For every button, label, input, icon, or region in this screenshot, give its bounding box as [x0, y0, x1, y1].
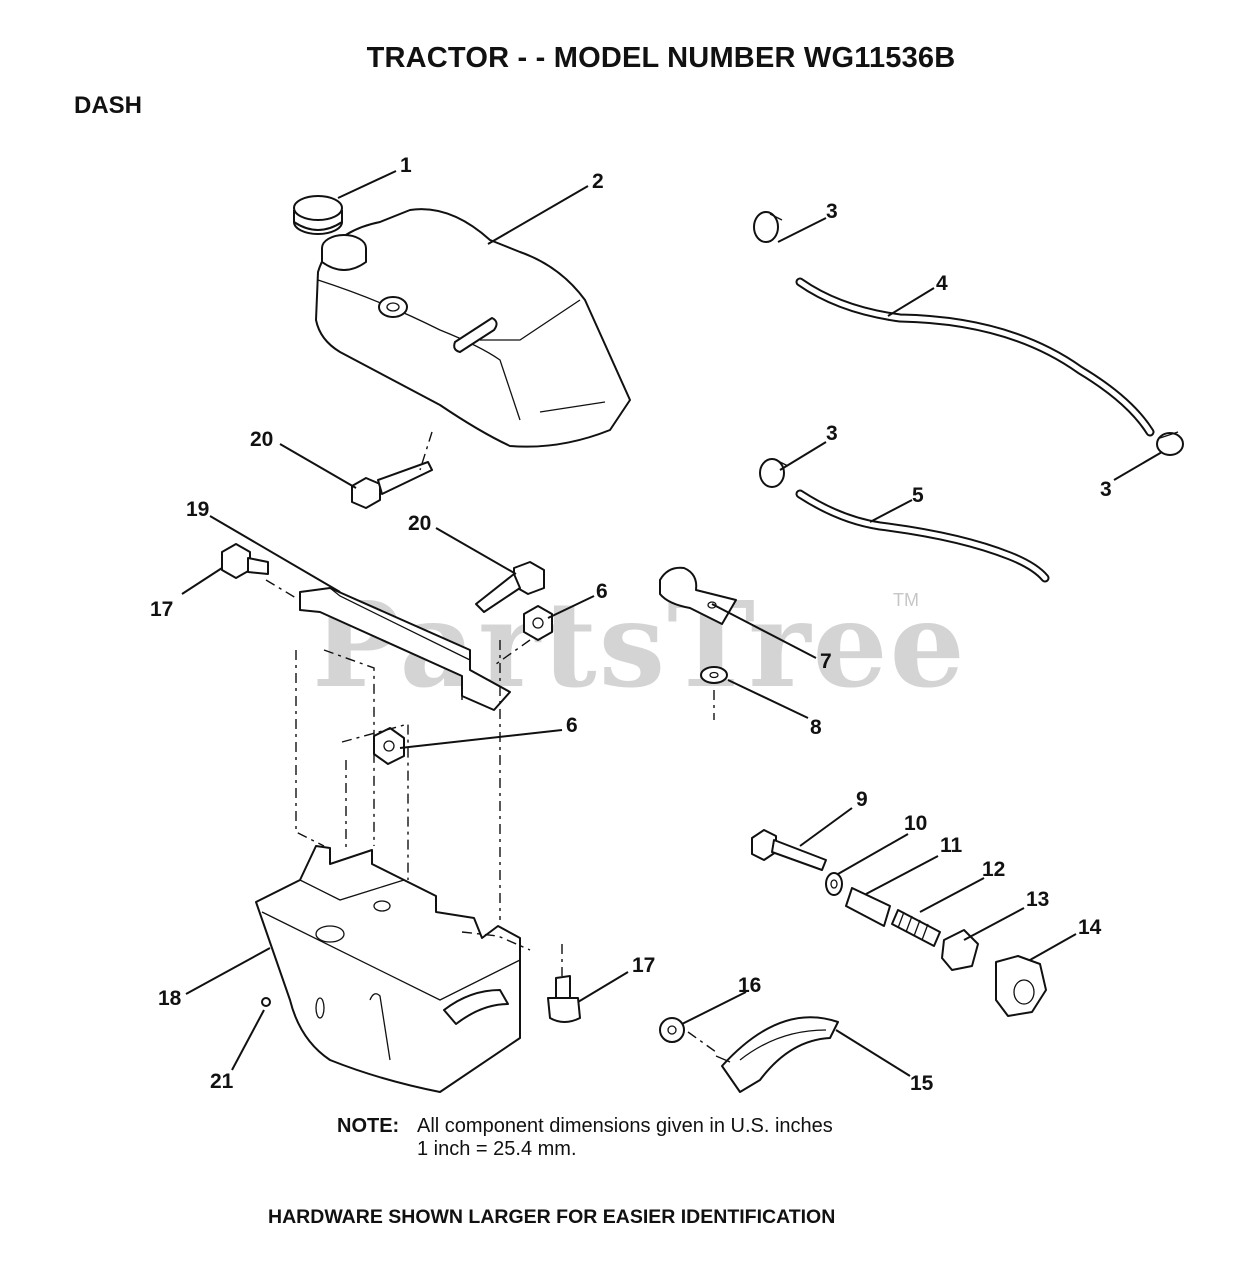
- diagram-title: TRACTOR - - MODEL NUMBER WG11536B: [366, 42, 956, 74]
- callout-6: 6: [596, 580, 608, 603]
- note-line-1: All component dimensions given in U.S. i…: [417, 1115, 833, 1137]
- guide-line: [687, 1031, 717, 1053]
- watermark-trademark: TM: [893, 590, 919, 610]
- callout-3: 3: [1100, 478, 1112, 501]
- knob-13: [941, 929, 979, 971]
- washer-10: [825, 872, 843, 896]
- throttle-handle-14: [995, 955, 1047, 1017]
- note-label: NOTE:: [337, 1115, 400, 1137]
- callout-15: 15: [910, 1072, 934, 1095]
- callout-2: 2: [592, 170, 604, 193]
- guide-line: [419, 431, 433, 471]
- callout-7: 7: [820, 650, 832, 673]
- callout-5: 5: [912, 484, 924, 507]
- fuel-cap: [293, 195, 343, 235]
- callout-9: 9: [856, 788, 868, 811]
- spring-12: [891, 909, 941, 947]
- leader-lines: [181, 170, 1163, 1077]
- callout-14: 14: [1078, 916, 1102, 939]
- callout-3: 3: [826, 200, 838, 223]
- section-label: DASH: [74, 92, 143, 119]
- mounting-bracket-19: [299, 587, 511, 711]
- callout-10: 10: [904, 812, 927, 835]
- hose-clamp: [759, 458, 789, 488]
- guide-line: [495, 639, 531, 665]
- callout-18: 18: [158, 987, 182, 1010]
- callout-21: 21: [210, 1070, 234, 1093]
- callout-8: 8: [810, 716, 822, 739]
- hex-bolt-17: [221, 543, 269, 579]
- washer-8: [700, 666, 728, 684]
- callout-3: 3: [826, 422, 838, 445]
- fuel-tank: [315, 208, 631, 448]
- spacer-11: [845, 887, 891, 927]
- guide-line: [323, 649, 375, 846]
- hex-nut-6: [523, 605, 553, 641]
- callout-1: 1: [400, 154, 412, 177]
- hex-bolt-17: [547, 975, 581, 1023]
- fuel-line-5-core: [797, 491, 1048, 581]
- callout-17: 17: [150, 598, 173, 621]
- callout-12: 12: [982, 858, 1005, 881]
- screw-21: [261, 997, 271, 1007]
- callout-20: 20: [408, 512, 431, 535]
- note-text: All component dimensions given in U.S. i…: [417, 1115, 833, 1161]
- note: NOTE: All component dimensions given in U…: [337, 1115, 833, 1161]
- tapping-screw-20: [351, 461, 433, 509]
- nut-16: [659, 1017, 685, 1043]
- callout-13: 13: [1026, 888, 1049, 911]
- footer-note: HARDWARE SHOWN LARGER FOR EASIER IDENTIF…: [268, 1206, 836, 1228]
- callout-17: 17: [632, 954, 655, 977]
- fuel-line-4-core: [797, 279, 1153, 435]
- hose-clamp: [753, 211, 783, 243]
- dash-panel-18: [255, 845, 521, 1093]
- tapping-screw-20: [475, 561, 545, 613]
- callout-11: 11: [940, 834, 963, 857]
- hose-clip-7: [659, 566, 737, 625]
- guide-line: [265, 579, 297, 599]
- callout-16: 16: [738, 974, 761, 997]
- throttle-decal-15: [715, 1016, 839, 1093]
- callout-20: 20: [250, 428, 273, 451]
- callout-6: 6: [566, 714, 578, 737]
- hex-nut-6: [373, 727, 405, 765]
- fuel-line-4: [795, 277, 1155, 437]
- note-line-2: 1 inch = 25.4 mm.: [417, 1138, 577, 1160]
- callout-4: 4: [936, 272, 948, 295]
- callout-19: 19: [186, 498, 209, 521]
- bolt-9: [751, 829, 827, 871]
- hose-clamp: [1156, 431, 1184, 456]
- guide-line: [295, 650, 325, 847]
